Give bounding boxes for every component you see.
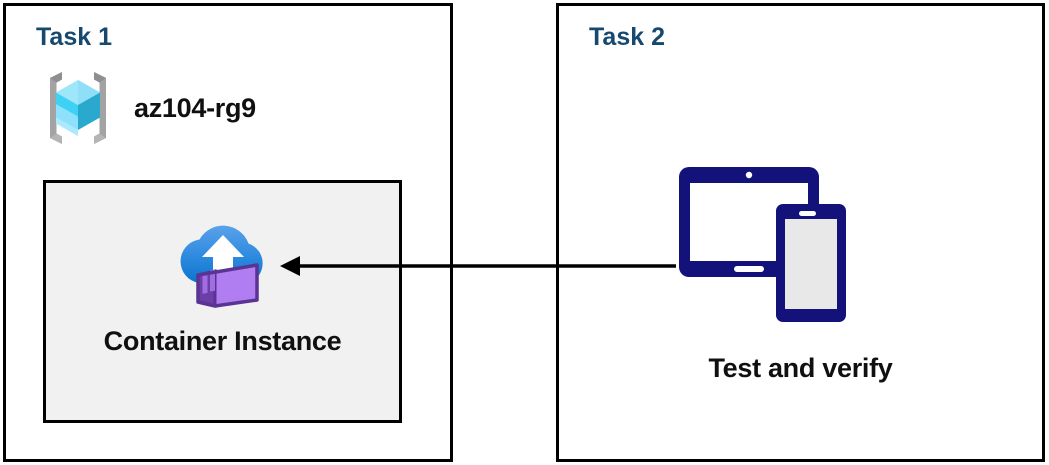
- devices-tablet-phone-icon: [679, 167, 846, 322]
- panel-task-1: Task 1 az1: [3, 3, 453, 462]
- resource-group-row: az104-rg9: [36, 66, 256, 150]
- arrow-task2-to-task1: [280, 256, 676, 276]
- azure-resource-group-icon: [50, 72, 106, 144]
- azure-container-instance-icon: [180, 225, 263, 308]
- container-instance-box: Container Instance: [43, 180, 402, 423]
- container-instance-label: Container Instance: [103, 326, 342, 356]
- panel-task-1-title: Task 1: [36, 23, 112, 51]
- panel-task-2-title: Task 2: [589, 23, 665, 51]
- test-and-verify-label: Test and verify: [708, 353, 893, 383]
- resource-group-name: az104-rg9: [134, 92, 256, 123]
